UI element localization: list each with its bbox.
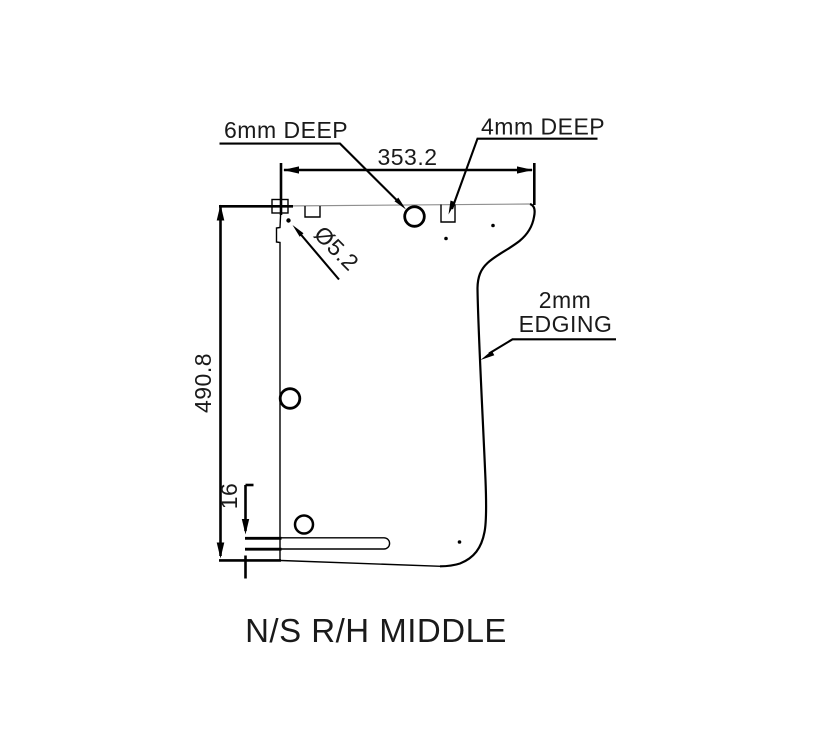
note-6mm-deep: 6mm DEEP xyxy=(219,117,406,210)
arrowhead-353-left xyxy=(283,166,299,174)
pilot-dot-3 xyxy=(457,540,462,544)
holes xyxy=(278,205,495,544)
arrowhead-dia xyxy=(292,225,304,237)
bottom-slot-feature xyxy=(281,537,391,550)
note-label-4mm: 4mm DEEP xyxy=(481,114,605,140)
part-top-edge xyxy=(280,203,531,207)
dim-label-slot-offset: 16 xyxy=(216,483,242,510)
note-label-6mm: 6mm DEEP xyxy=(224,117,348,143)
hole-lower xyxy=(293,514,315,535)
part-left-edge xyxy=(275,205,282,560)
note-4mm-deep: 4mm DEEP xyxy=(448,114,605,215)
dimension-slot-offset: 16 xyxy=(216,483,282,579)
leader-6mm xyxy=(219,142,401,205)
leader-dia xyxy=(299,232,340,281)
dimension-top-width: 353.2 xyxy=(279,144,536,215)
pilot-dot-1 xyxy=(444,236,448,241)
arrowhead-16-down xyxy=(241,519,250,535)
leader-edging xyxy=(488,338,616,355)
pilot-dot-2 xyxy=(491,223,495,228)
pocket-4mm-feature xyxy=(440,204,456,223)
arrowhead-4mm xyxy=(448,200,456,215)
part-right-edge-curve xyxy=(439,202,536,568)
drawing-title: N/S R/H MIDDLE xyxy=(245,612,507,649)
dim-label-left-height: 490.8 xyxy=(190,353,216,413)
arrowhead-353-right xyxy=(517,166,533,174)
note-label-edging-line1: 2mm xyxy=(539,287,592,313)
part-outline xyxy=(271,198,536,568)
hole-5-2-dot xyxy=(286,218,291,223)
arrowhead-490-top xyxy=(216,204,225,221)
leader-4mm xyxy=(451,137,598,210)
note-label-dia: Ø5.2 xyxy=(309,221,364,276)
arrowhead-edging xyxy=(480,350,495,360)
dimension-left-height: 490.8 xyxy=(190,204,293,562)
note-edging: 2mm EDGING xyxy=(480,287,616,360)
top-notch-feature xyxy=(304,206,321,218)
part-bottom-edge xyxy=(280,559,442,567)
arrowhead-6mm xyxy=(394,197,406,210)
note-hole-diameter: Ø5.2 xyxy=(292,221,364,281)
hole-6mm-deep xyxy=(403,205,426,228)
hole-middle xyxy=(278,387,302,410)
arrowhead-490-bottom xyxy=(216,542,225,559)
dim-label-top-width: 353.2 xyxy=(377,144,437,170)
note-label-edging-line2: EDGING xyxy=(519,311,613,337)
